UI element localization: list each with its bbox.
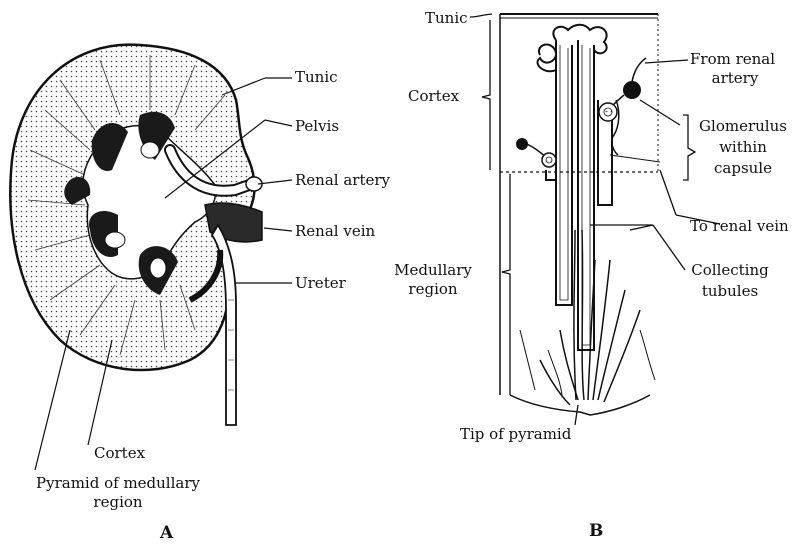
papilla xyxy=(105,232,125,248)
glomerulus-right xyxy=(623,81,641,99)
label-glom-line1: Glomerulus xyxy=(693,118,793,135)
label-tip-of-pyramid: Tip of pyramid xyxy=(460,426,571,443)
label-pyramid-line2: region xyxy=(18,494,218,511)
label-tunic-b: Tunic xyxy=(425,10,468,27)
label-glom-line3: capsule xyxy=(693,160,793,177)
label-renal-vein: Renal vein xyxy=(295,223,375,240)
label-from-renal-line2: artery xyxy=(690,70,780,87)
label-collecting-line2: tubules xyxy=(680,283,780,300)
label-ureter: Ureter xyxy=(295,275,346,292)
label-glom-line2: within xyxy=(693,139,793,156)
papilla xyxy=(150,258,166,278)
nephron-panel xyxy=(500,14,660,415)
glomerulus-left xyxy=(516,138,528,150)
label-medullary-line2: region xyxy=(393,281,473,298)
label-pyramid-line1: Pyramid of medullary xyxy=(18,475,218,492)
papilla xyxy=(141,142,159,158)
label-cortex-a: Cortex xyxy=(94,445,145,462)
loop-of-henle xyxy=(578,40,594,350)
pyramid-tip xyxy=(510,395,650,415)
label-collecting-line1: Collecting xyxy=(680,262,780,279)
label-from-renal-line1: From renal xyxy=(690,51,775,68)
label-cortex-b: Cortex xyxy=(408,88,459,105)
label-pelvis: Pelvis xyxy=(295,118,339,135)
kidney-section xyxy=(10,45,262,425)
label-tunic-a: Tunic xyxy=(295,69,338,86)
label-to-renal-vein: To renal vein xyxy=(690,218,789,235)
label-medullary-line1: Medullary xyxy=(393,262,473,279)
label-renal-artery: Renal artery xyxy=(295,172,390,189)
panel-letter-a: A xyxy=(160,523,173,543)
panel-letter-b: B xyxy=(589,521,603,541)
loop-of-henle xyxy=(556,40,572,305)
